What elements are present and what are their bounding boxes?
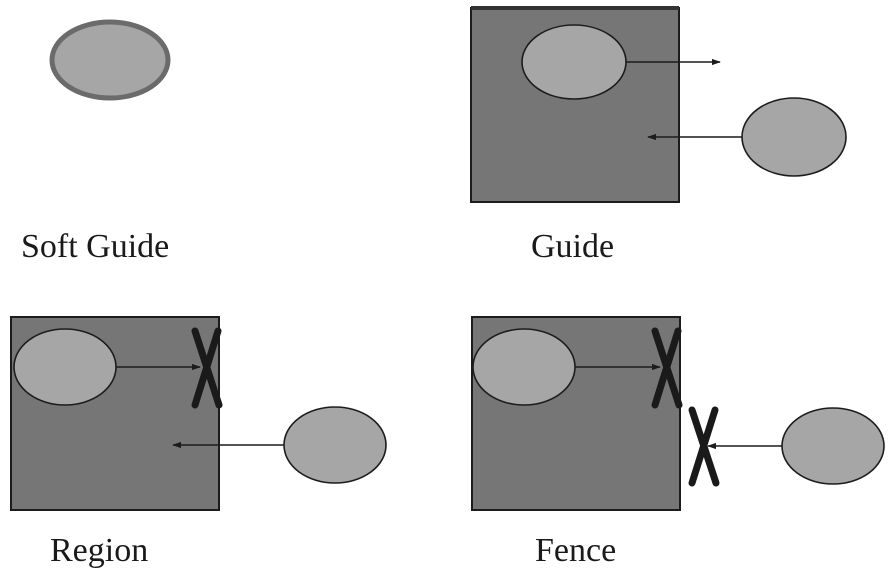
soft-guide-caption: Soft Guide (21, 228, 169, 265)
blocked-x-icon (191, 327, 223, 409)
guide-outer-cell (741, 97, 847, 177)
guide-caption: Guide (531, 228, 614, 265)
soft-guide-panel: Soft Guide (21, 19, 171, 265)
region-panel: Region (10, 316, 387, 569)
blocked-x-icon (688, 406, 720, 487)
guide-panel: Guide (470, 6, 847, 265)
region-caption: Region (50, 532, 148, 569)
region-inner-cell (13, 328, 117, 406)
fence-inner-cell (472, 328, 576, 406)
soft-guide-cell (49, 19, 171, 101)
region-outer-cell (283, 406, 387, 484)
fence-caption: Fence (535, 532, 616, 569)
fence-outer-cell (781, 407, 885, 485)
blocked-x-icon (651, 327, 683, 409)
fence-panel: Fence (471, 316, 885, 569)
region-area (10, 316, 220, 511)
guide-inner-cell (521, 24, 627, 100)
